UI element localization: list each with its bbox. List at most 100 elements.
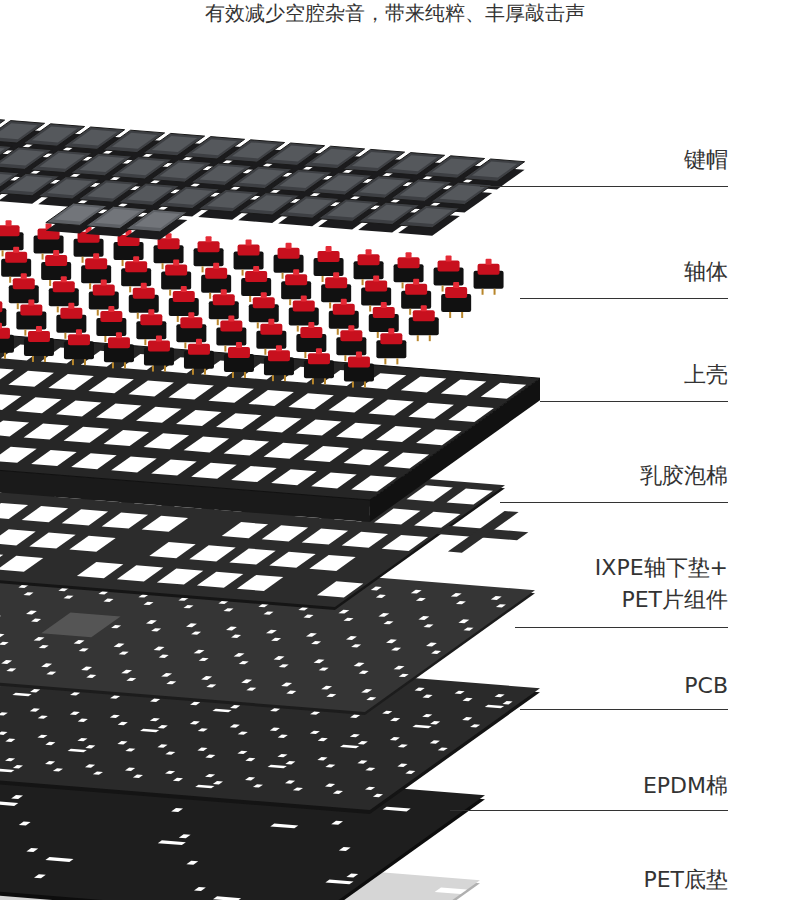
leader-line: [520, 298, 728, 299]
ixpe-hole: [286, 691, 296, 694]
pcb-hole: [318, 738, 328, 741]
pcb-hole: [197, 748, 207, 751]
ixpe-hole: [79, 648, 89, 651]
switch-stem: [316, 348, 322, 354]
pcb-hole: [325, 784, 335, 787]
keycap-face: [80, 156, 125, 172]
pcb-hole: [390, 718, 400, 721]
foam-opening: [29, 533, 75, 549]
foam-hole: [179, 834, 191, 838]
leader-line: [500, 502, 728, 503]
pcb-hole: [37, 735, 47, 738]
ixpe-hole: [151, 628, 161, 631]
plate-hole: [96, 404, 142, 420]
pcb-hole: [213, 781, 223, 784]
switch-stem: [326, 246, 332, 252]
pcb-hole: [293, 787, 303, 790]
foam-opening: [262, 525, 308, 541]
switch-pin: [169, 290, 171, 296]
switch-top: [148, 341, 170, 352]
pcb-slot: [68, 749, 87, 753]
foam-slot: [270, 824, 298, 829]
switch-stem: [188, 312, 194, 318]
pcb-hole: [158, 725, 168, 728]
keycap-face: [120, 159, 165, 175]
ixpe-hole: [418, 616, 429, 620]
plate-hole: [176, 410, 222, 426]
switch-pin: [184, 342, 186, 348]
pcb-hole: [133, 775, 143, 778]
switch-top: [165, 265, 187, 276]
keycap-face: [87, 182, 132, 198]
ixpe-hole: [39, 645, 49, 648]
switch-pin: [124, 362, 126, 368]
switch-top: [380, 333, 402, 344]
ixpe-hole: [266, 630, 277, 634]
pcb-hole: [325, 764, 335, 767]
ixpe-hole: [154, 647, 165, 651]
pcb-hole: [270, 708, 280, 711]
switch-stem: [446, 256, 452, 262]
pcb-hole: [438, 747, 448, 750]
ixpe-hole: [281, 683, 292, 687]
switch-pin: [244, 372, 246, 378]
ixpe-hole: [496, 604, 506, 607]
foam-opening: [62, 509, 108, 525]
switch-top: [308, 353, 330, 364]
plate-hole: [311, 472, 357, 488]
plate-hole: [0, 420, 29, 436]
ixpe-hole: [31, 619, 41, 622]
foam-opening: [0, 556, 43, 572]
ixpe-hole: [464, 627, 474, 630]
plate-hole: [31, 450, 76, 466]
switch-top: [100, 311, 122, 322]
switch-top: [348, 357, 370, 368]
switch-pin: [322, 276, 324, 282]
pcb-hole: [423, 695, 433, 698]
pcb-hole: [245, 777, 255, 780]
switch-top: [373, 307, 395, 318]
switch-pin: [417, 335, 419, 341]
switch-pin: [32, 356, 34, 362]
switch-top: [60, 308, 82, 319]
ixpe-hole: [184, 605, 194, 608]
switch-top: [180, 317, 202, 328]
switch-top: [293, 301, 315, 312]
page-title: 有效减少空腔杂音，带来纯粹、丰厚敲击声: [0, 0, 790, 26]
pcb-slot: [140, 729, 159, 733]
pcb-hole: [230, 724, 240, 727]
foam-opening: [22, 506, 68, 522]
ixpe-hole: [186, 623, 197, 627]
leader-line: [515, 627, 728, 628]
part-label: PET底垫: [643, 864, 728, 896]
pcb-hole: [125, 768, 135, 771]
pcb-hole: [405, 771, 415, 774]
foam-tab: [448, 511, 519, 553]
plate-hole: [231, 466, 277, 482]
ixpe-hole: [231, 635, 241, 638]
switch-pin: [337, 329, 339, 335]
keycap-face: [327, 202, 372, 218]
plate-hole: [216, 413, 262, 429]
plate-hole: [8, 371, 54, 387]
foam-opening: [447, 489, 493, 505]
switch-top: [93, 285, 115, 296]
leader-line: [450, 810, 728, 811]
part-label: 轴体: [684, 256, 728, 288]
switch-stem: [116, 332, 122, 338]
pcb-hole: [93, 771, 103, 774]
keycap: [431, 182, 493, 204]
plate-hole: [168, 384, 214, 400]
switch-pin: [461, 312, 463, 318]
ixpe-hole: [146, 620, 157, 624]
keycap-face: [112, 133, 157, 149]
switch-stem: [221, 289, 227, 295]
switch-top: [28, 331, 50, 342]
ixpe-hole: [121, 670, 132, 674]
keycap-face: [47, 179, 92, 195]
switch-stem: [308, 322, 314, 328]
ixpe-hole: [224, 608, 234, 611]
plate-hole: [271, 469, 317, 485]
ixpe-hole: [354, 663, 365, 667]
